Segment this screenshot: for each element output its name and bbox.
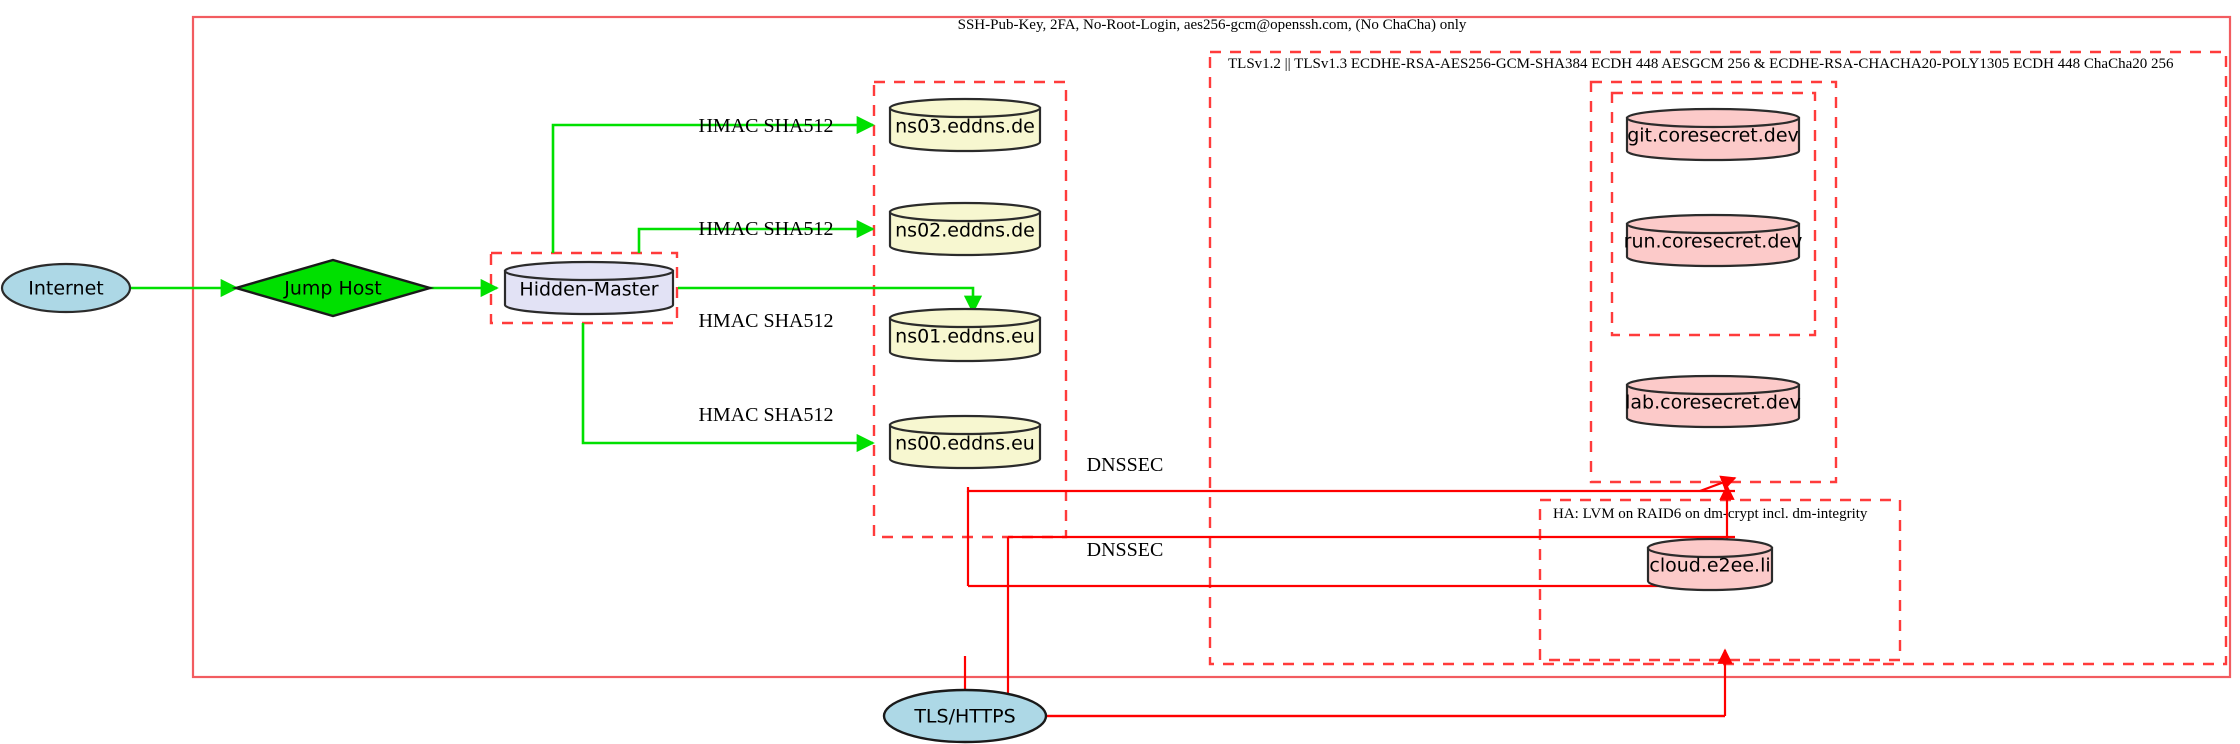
cluster-tls-boundary	[1208, 50, 2228, 666]
cluster-dns-boundary	[872, 80, 1068, 539]
edge-dnssec-upper-arrow	[1699, 475, 1737, 493]
node-tls-https[interactable]: TLS/HTTPS	[882, 688, 1048, 744]
cluster-ha-label: HA: LVM on RAID6 on dm-crypt incl. dm-in…	[1553, 506, 1868, 522]
edge-hm-to-ns01	[678, 286, 983, 314]
edge-hm-to-ns02	[637, 219, 875, 253]
edge-label-hmac-ns03: HMAC SHA512	[698, 115, 833, 137]
edge-label-hmac-ns02: HMAC SHA512	[698, 218, 833, 240]
edge-hm-to-ns00	[581, 323, 875, 453]
node-ns01[interactable]: ns01.eddns.eu	[888, 307, 1042, 363]
node-ns00-label: ns00.eddns.eu	[895, 433, 1035, 455]
node-git-coresecret[interactable]: git.coresecret.dev	[1625, 107, 1801, 162]
cluster-ssh-label: SSH-Pub-Key, 2FA, No-Root-Login, aes256-…	[958, 17, 1467, 33]
node-internet-label: Internet	[28, 278, 103, 300]
cluster-tls-label: TLSv1.2 || TLSv1.3 ECDHE-RSA-AES256-GCM-…	[1228, 56, 2174, 72]
node-internet[interactable]: Internet	[0, 262, 132, 314]
edge-dnssec-upper	[966, 487, 1735, 493]
node-ns03[interactable]: ns03.eddns.de	[888, 97, 1042, 153]
node-tls-https-label: TLS/HTTPS	[913, 706, 1015, 728]
node-hidden-master[interactable]: Hidden-Master	[503, 260, 675, 316]
node-jump-host[interactable]: Jump Host	[231, 258, 435, 318]
node-ns02[interactable]: ns02.eddns.de	[888, 201, 1042, 257]
edge-label-dnssec-upper: DNSSEC	[1087, 454, 1164, 476]
cluster-git-run-boundary	[1610, 91, 1817, 337]
cluster-coresecret-boundary	[1589, 80, 1838, 484]
node-cloud-e2ee[interactable]: cloud.e2ee.li	[1646, 537, 1774, 592]
node-lab-coresecret-label: lab.coresecret.dev	[1625, 392, 1801, 414]
cluster-ssh-boundary	[191, 15, 2232, 679]
node-cloud-e2ee-label: cloud.e2ee.li	[1649, 555, 1770, 577]
node-run-coresecret-label: run.coresecret.dev	[1624, 231, 1803, 253]
node-git-coresecret-label: git.coresecret.dev	[1627, 125, 1799, 147]
node-ns00[interactable]: ns00.eddns.eu	[888, 414, 1042, 470]
node-run-coresecret[interactable]: run.coresecret.dev	[1624, 213, 1803, 268]
node-hidden-master-label: Hidden-Master	[519, 279, 658, 301]
node-ns01-label: ns01.eddns.eu	[895, 326, 1035, 348]
node-ns02-label: ns02.eddns.de	[895, 220, 1035, 242]
node-jump-host-label: Jump Host	[283, 278, 382, 300]
edge-label-dnssec-lower: DNSSEC	[1087, 539, 1164, 561]
node-ns03-label: ns03.eddns.de	[895, 116, 1035, 138]
edge-label-hmac-ns01: HMAC SHA512	[698, 310, 833, 332]
node-lab-coresecret[interactable]: lab.coresecret.dev	[1625, 374, 1801, 429]
edge-label-hmac-ns00: HMAC SHA512	[698, 404, 833, 426]
edge-hm-to-ns03	[551, 115, 875, 253]
